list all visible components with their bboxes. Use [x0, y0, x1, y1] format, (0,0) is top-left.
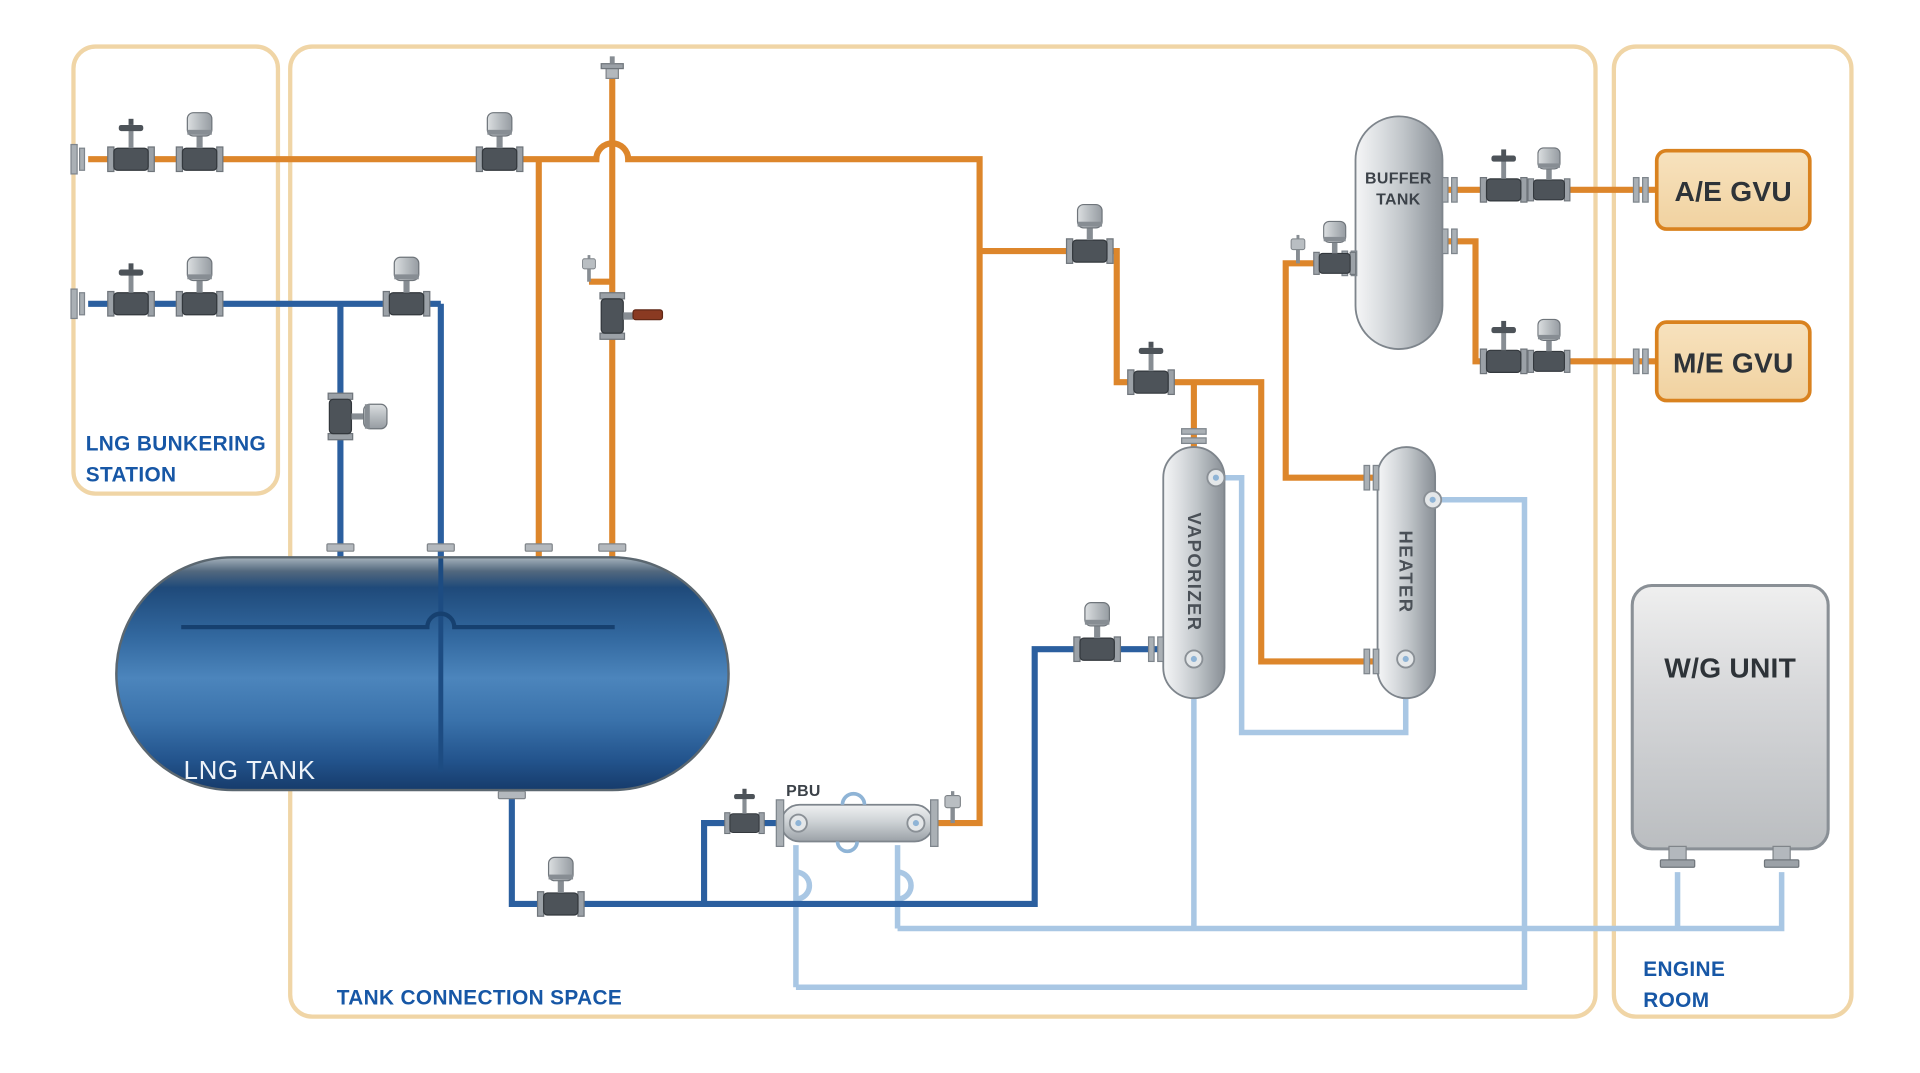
vaporizer-shell [1162, 446, 1226, 700]
actuated-valve-icon [475, 112, 524, 173]
glycol-loop-b-pigtail [897, 869, 914, 902]
manual-valve-icon [1479, 148, 1528, 203]
actuated-valve-icon [175, 256, 224, 317]
zone-engine-room-border [1611, 44, 1854, 1019]
heater-shell [1376, 446, 1437, 700]
me-gvu-label: M/E GVU [1673, 347, 1794, 378]
pbu-coil-top [840, 791, 867, 805]
actuated-valve-icon [536, 856, 585, 917]
glycol-pipes [793, 474, 1785, 991]
instrument-icon [944, 790, 961, 824]
heater-label: HEATER [1396, 531, 1417, 614]
actuated-valve-icon [1065, 203, 1114, 264]
pbu-left-flange [775, 799, 785, 848]
glycol-pipe-vaporizer-to-heater [1215, 474, 1409, 736]
lng-tank-level-line [181, 611, 615, 630]
buffer-tank: BUFFER TANK [1354, 115, 1444, 351]
tank-nozzle-flange [598, 543, 627, 552]
manifold-plate [70, 288, 78, 320]
wg-unit-outline [1630, 583, 1830, 851]
actuated-valve-icon [1527, 318, 1571, 373]
heater-glycol-inlet-port [1396, 649, 1416, 669]
lng-tank-shell [115, 556, 730, 792]
manual-valve-icon [1479, 320, 1528, 375]
lng-tank-label: LNG TANK [184, 757, 316, 785]
bunkering-liquid-connection [70, 288, 86, 320]
tank-nozzle-flange [524, 543, 553, 552]
lever-valve-icon [599, 292, 664, 340]
buffer-tank-shell [1354, 115, 1444, 351]
glycol-loop-a-pigtail [795, 869, 813, 902]
tank-bottom-flange [497, 790, 526, 800]
zone-engine-label-2: ROOM [1643, 989, 1709, 1012]
actuated-valve-icon [1073, 602, 1122, 663]
actuated-valve-icon [1527, 147, 1571, 202]
glycol-supply-header [897, 872, 1785, 932]
pbu-bolt-dot [795, 820, 802, 827]
buffer-tank-label-2: TANK [1376, 192, 1421, 209]
manifold-plate [78, 147, 86, 171]
wg-unit-box: W/G UNIT [1630, 583, 1830, 868]
zone-tcs-label: TANK CONNECTION SPACE [337, 986, 622, 1009]
ae-gvu-outline [1654, 148, 1812, 231]
vent-mast-cap-icon [600, 55, 624, 80]
heater-glycol-outlet-port [1423, 490, 1443, 510]
instrument-icon [1290, 234, 1306, 264]
tank-nozzle-flange [426, 543, 455, 552]
manifold-plate [78, 292, 86, 316]
wg-unit-label: W/G UNIT [1664, 652, 1796, 683]
glycol-return-header [795, 496, 1528, 991]
actuated-valve-icon [175, 112, 224, 173]
pbu-right-flange [930, 799, 939, 848]
pbu-bolt-dot [912, 820, 919, 827]
vaporizer-glycol-inlet-port [1184, 649, 1204, 669]
pbu-label: PBU [786, 783, 821, 800]
gas-pipe-vapor-return-main [88, 140, 983, 827]
buffer-tank-label-1: BUFFER [1365, 171, 1432, 188]
me-gvu-box: M/E GVU [1654, 320, 1812, 403]
manual-valve-icon [107, 262, 155, 317]
zone-engine-label-1: ENGINE [1643, 958, 1725, 981]
zone-tank-connection-space-border [288, 44, 1598, 1019]
vaporizer-glycol-outlet-port [1206, 468, 1226, 488]
lng-tank: LNG TANK [115, 543, 730, 800]
tank-nozzle-flange [326, 543, 355, 552]
vaporizer-vessel: VAPORIZER [1162, 446, 1226, 700]
zone-bunkering-label-1: LNG BUNKERING [86, 433, 266, 456]
me-gvu-outline [1654, 320, 1812, 403]
lng-pipe-pbu-feed [701, 820, 779, 904]
manual-valve-icon [107, 118, 155, 173]
wg-right-stub-flange [1763, 859, 1800, 868]
actuated-valve-icon [382, 256, 431, 317]
manual-valve-icon [724, 788, 765, 835]
manual-valve-icon [1127, 341, 1175, 396]
manifold-plate [70, 143, 78, 175]
zone-bunkering-label-2: STATION [86, 463, 177, 486]
heater-vessel: HEATER [1376, 446, 1437, 700]
bunkering-vapor-connection [70, 143, 86, 175]
wg-left-stub-flange [1659, 859, 1696, 868]
pbu-coil-bottom [835, 841, 859, 854]
ae-gvu-label: A/E GVU [1675, 176, 1792, 207]
instrument-icon [582, 254, 596, 283]
zone-bunkering-border [71, 44, 281, 496]
actuated-valve-icon [1313, 220, 1357, 275]
ae-gvu-box: A/E GVU [1654, 148, 1812, 231]
vaporizer-label: VAPORIZER [1184, 513, 1205, 632]
actuated-valve-icon [327, 392, 388, 441]
pbu-unit: PBU [775, 783, 939, 854]
